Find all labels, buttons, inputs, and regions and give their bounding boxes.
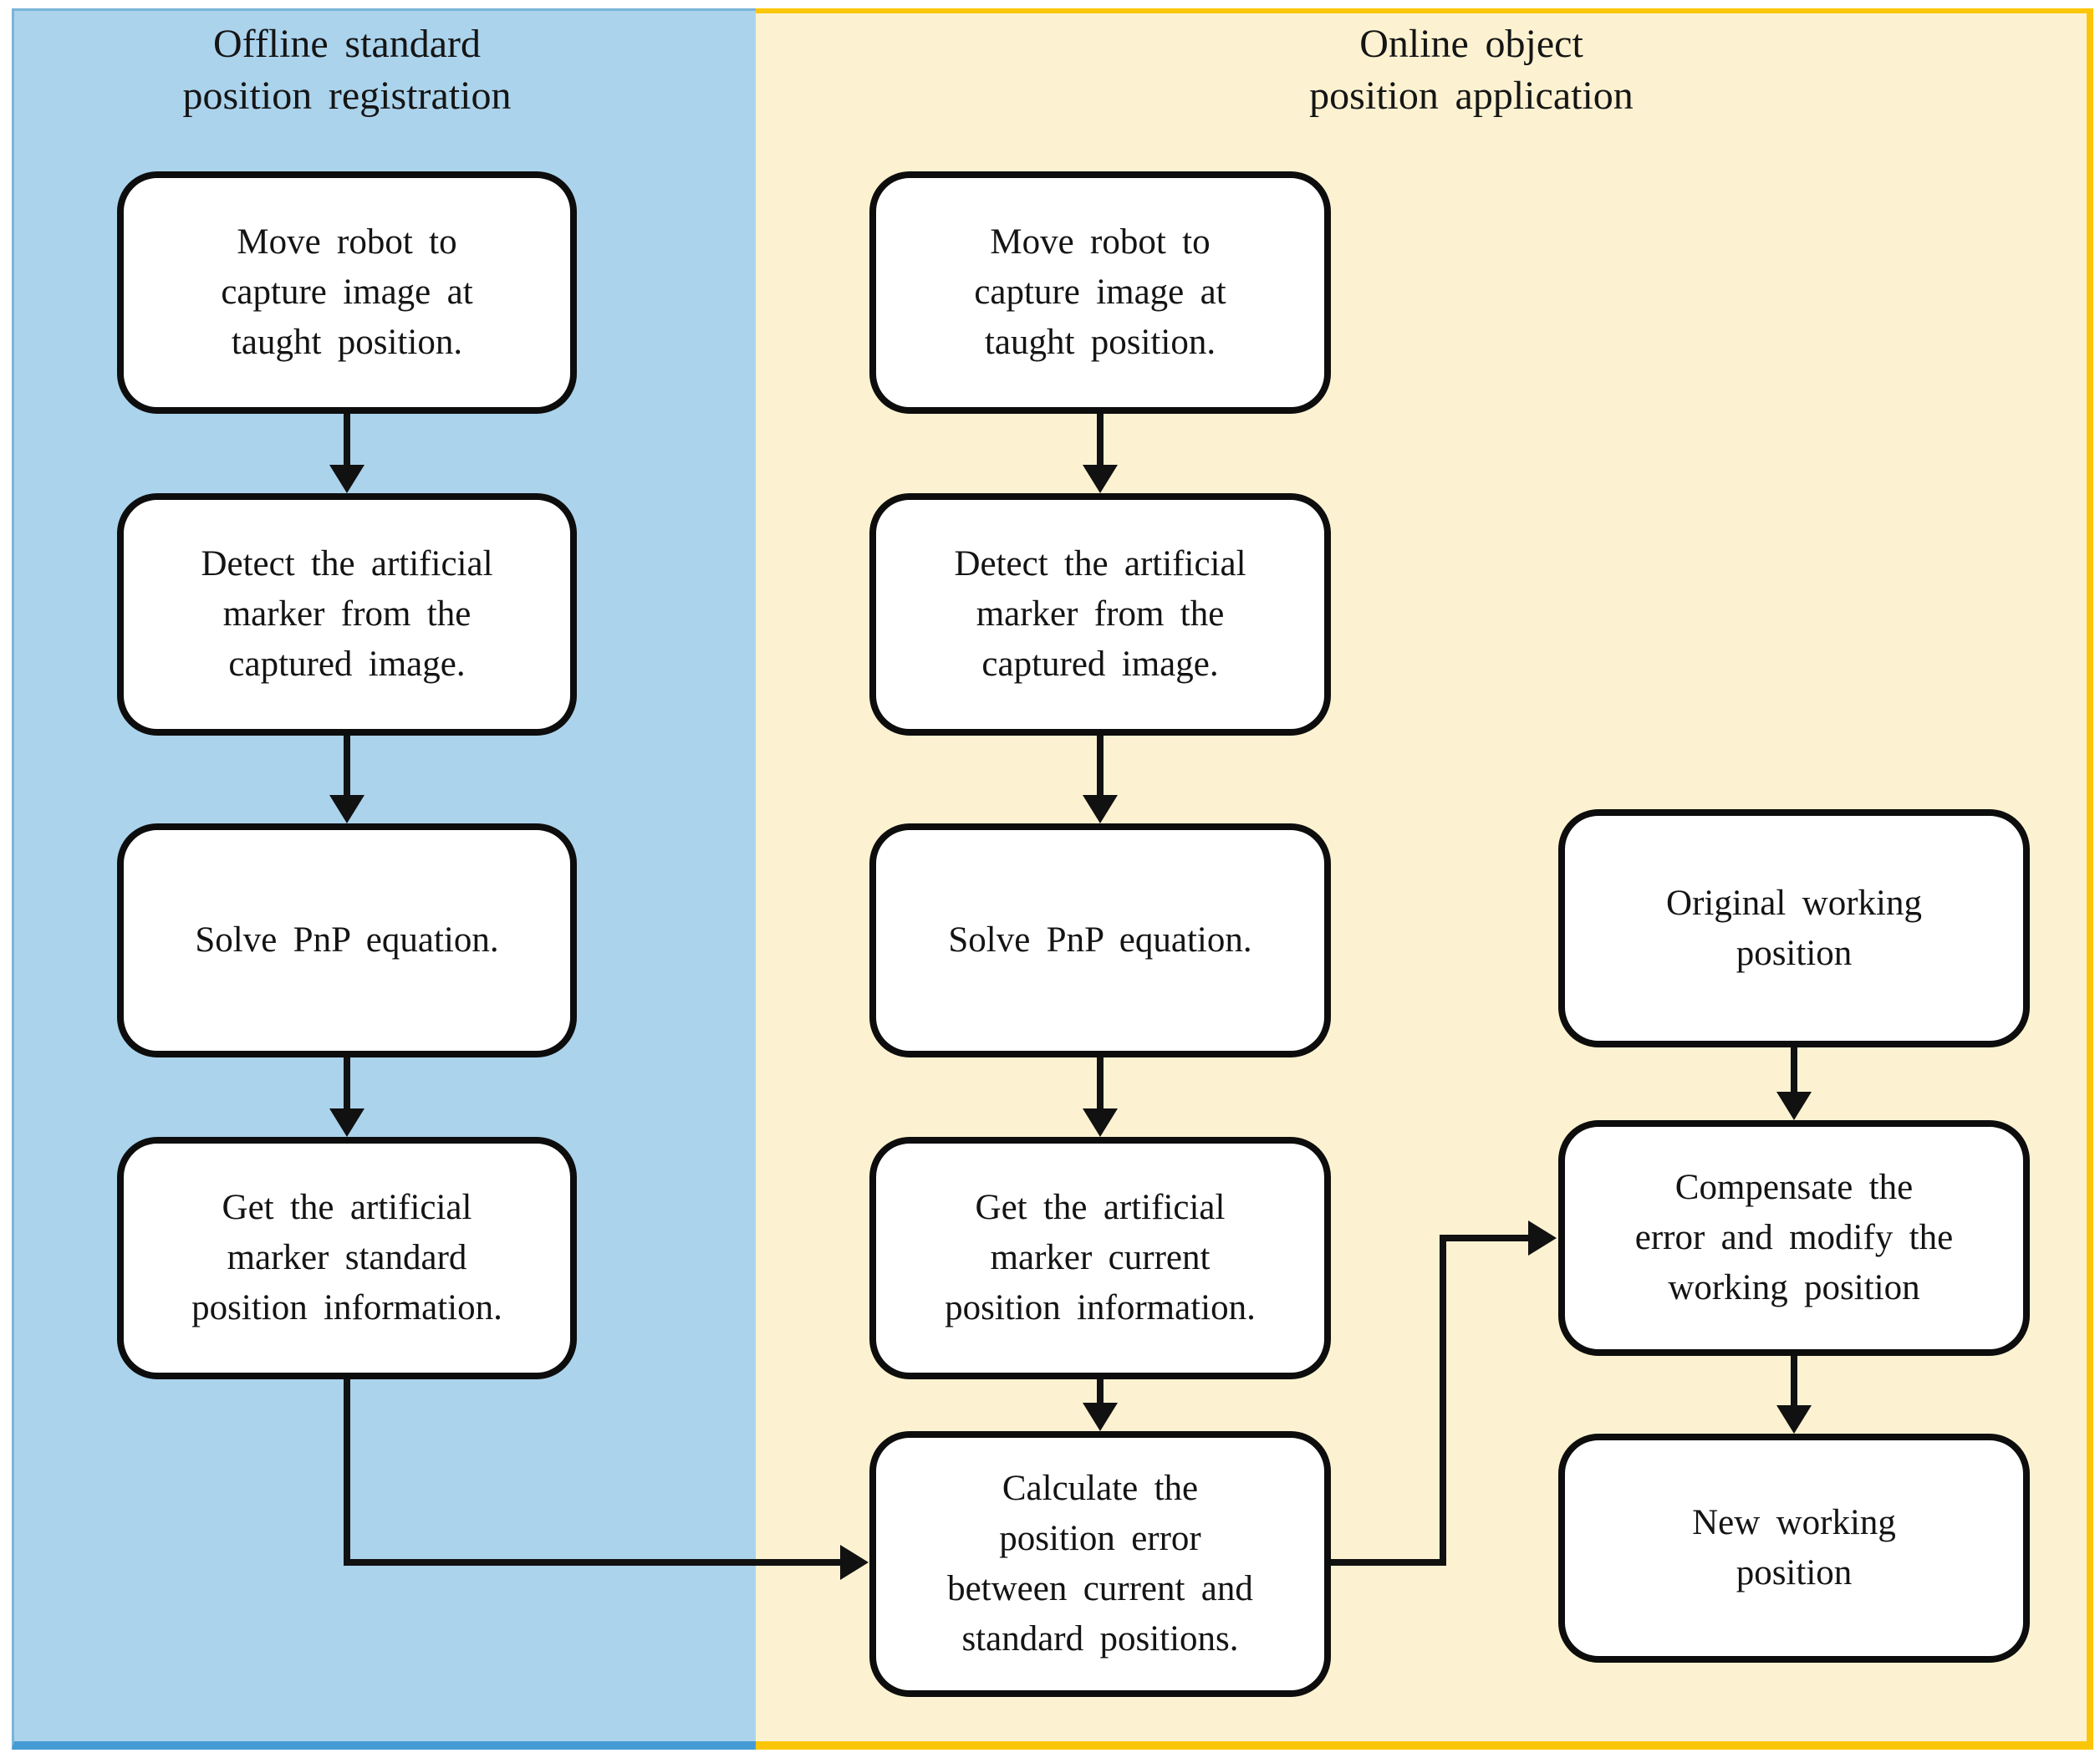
arrowhead-down-icon [1083,465,1118,493]
flow-box-online-solve-pnp: Solve PnP equation. [869,823,1331,1057]
box-text-line: Get the artificial [975,1188,1226,1227]
connector-offline-solve-to-get [344,1057,350,1109]
box-text-line: marker from the [222,594,471,634]
box-text-line: marker current [990,1238,1211,1277]
connector-offline-get-to-calculate-vertical [344,1379,350,1566]
arrowhead-down-icon [329,1108,364,1137]
arrowhead-down-icon [1083,1403,1118,1431]
flow-box-offline-solve-pnp: Solve PnP equation. [117,823,577,1057]
box-text-line: between current and [947,1569,1253,1608]
connector-original-to-compensate [1791,1047,1797,1093]
flow-box-new-working-position: New working position [1558,1434,2030,1663]
flow-box-online-detect-marker: Detect the artificial marker from the ca… [869,493,1331,736]
connector-online-move-to-detect [1097,414,1104,466]
box-text-line: position error [999,1519,1201,1558]
box-text-line: Solve PnP equation. [195,920,499,960]
box-text-line: Calculate the [1002,1469,1199,1508]
box-text-line: New working [1692,1503,1896,1542]
offline-title-line: position registration [182,74,512,118]
arrowhead-down-icon [1776,1405,1812,1434]
box-text-line: capture image at [974,273,1226,312]
box-text-line: captured image. [981,645,1219,684]
arrowhead-right-icon [840,1545,869,1580]
box-text-line: Move robot to [237,222,457,262]
arrowhead-down-icon [329,465,364,493]
box-text-line: marker standard [227,1238,467,1277]
connector-online-detect-to-solve [1097,736,1104,796]
connector-offline-detect-to-solve [344,736,350,796]
flow-box-online-move-robot: Move robot to capture image at taught po… [869,171,1331,414]
box-text-line: taught position. [984,323,1216,362]
box-text-line: position information. [945,1288,1256,1327]
box-text-line: Move robot to [990,222,1211,262]
box-text-line: Detect the artificial [201,544,493,583]
arrowhead-down-icon [1083,795,1118,823]
connector-offline-get-to-calculate-horizontal [344,1559,840,1566]
box-text-line: taught position. [231,323,463,362]
box-text-line: Compensate the [1674,1168,1914,1207]
arrowhead-down-icon [329,795,364,823]
online-panel-title: Online object position application [1175,18,1768,122]
flow-box-online-get-current-position: Get the artificial marker current positi… [869,1137,1331,1379]
arrowhead-down-icon [1083,1108,1118,1137]
connector-compensate-to-new [1791,1356,1797,1406]
box-text-line: Solve PnP equation. [948,920,1252,960]
flow-box-offline-get-standard-position: Get the artificial marker standard posit… [117,1137,577,1379]
box-text-line: working position [1668,1268,1920,1307]
connector-calculate-to-compensate-horizontal-upper [1440,1235,1528,1241]
box-text-line: captured image. [228,645,466,684]
box-text-line: Detect the artificial [954,544,1246,583]
box-text-line: capture image at [221,273,473,312]
online-title-line: Online object [1359,22,1583,66]
connector-calculate-to-compensate-vertical [1440,1235,1446,1566]
flow-box-calculate-position-error: Calculate the position error between cur… [869,1431,1331,1697]
box-text-line: position [1736,933,1853,973]
connector-offline-move-to-detect [344,414,350,466]
box-text-line: position [1736,1553,1853,1592]
flow-box-original-working-position: Original working position [1558,809,2030,1047]
box-text-line: position information. [191,1288,502,1327]
connector-online-solve-to-get [1097,1057,1104,1109]
online-title-line: position application [1309,74,1634,118]
flow-box-compensate-error: Compensate the error and modify the work… [1558,1120,2030,1356]
offline-title-line: Offline standard [212,22,482,66]
flow-box-offline-detect-marker: Detect the artificial marker from the ca… [117,493,577,736]
box-text-line: marker from the [976,594,1225,634]
connector-calculate-to-compensate-horizontal-lower [1331,1559,1446,1566]
box-text-line: standard positions. [961,1619,1239,1659]
box-text-line: Get the artificial [222,1188,472,1227]
arrowhead-right-icon [1528,1220,1557,1256]
box-text-line: error and modify the [1634,1218,1954,1257]
box-text-line: Original working [1666,883,1922,923]
flow-box-offline-move-robot: Move robot to capture image at taught po… [117,171,577,414]
offline-panel-title: Offline standard position registration [50,18,644,122]
arrowhead-down-icon [1776,1092,1812,1120]
connector-online-get-to-calculate [1097,1379,1104,1404]
